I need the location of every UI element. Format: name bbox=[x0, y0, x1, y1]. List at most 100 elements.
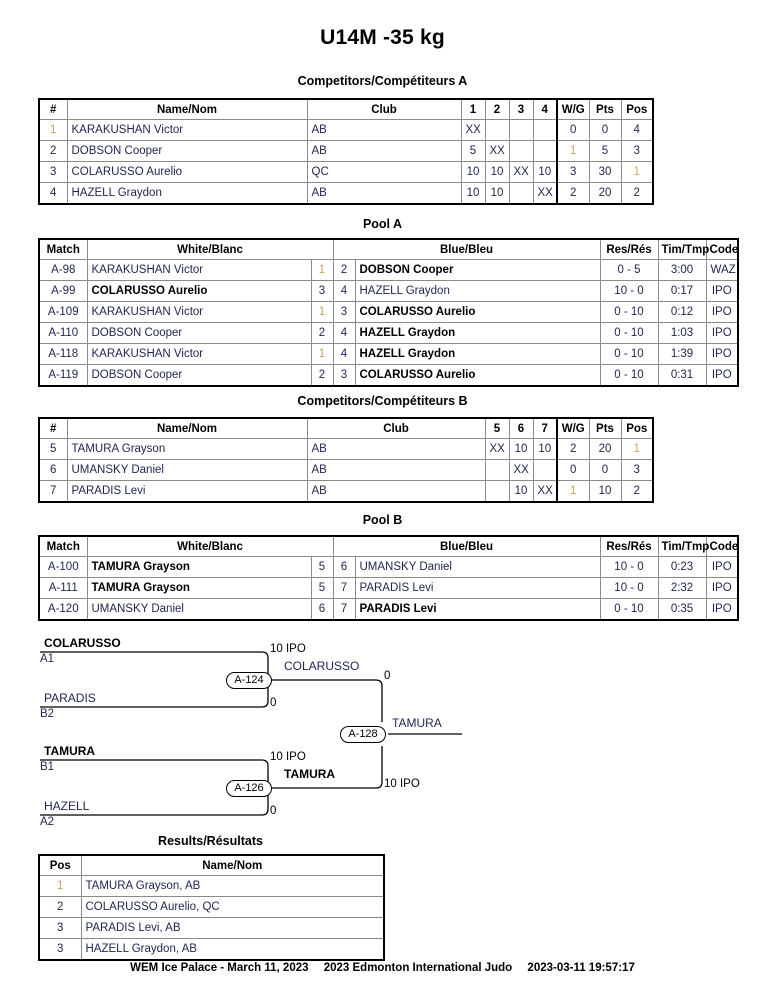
competitor-club: QC bbox=[306, 161, 462, 183]
competitor-name: UMANSKY Daniel bbox=[66, 459, 308, 481]
match-number: A-100 bbox=[38, 556, 88, 578]
score-cell-1 bbox=[484, 459, 510, 481]
score-cell-2: XX bbox=[484, 140, 510, 162]
wins-cell: 3 bbox=[556, 161, 590, 183]
position-cell: 2 bbox=[620, 182, 654, 205]
col-score-6: 6 bbox=[508, 417, 534, 439]
result-position: 3 bbox=[38, 938, 82, 961]
competitor-number: 1 bbox=[38, 119, 68, 141]
competitor-name: HAZELL Graydon bbox=[66, 182, 308, 205]
match-code: IPO bbox=[705, 280, 739, 302]
col-score-2: 2 bbox=[484, 98, 510, 120]
score-cell-2: 10 bbox=[508, 480, 534, 503]
col-white: White/Blanc bbox=[86, 535, 334, 557]
match-number: A-98 bbox=[38, 259, 88, 281]
col-score-3: 3 bbox=[508, 98, 534, 120]
match-result: 10 - 0 bbox=[599, 556, 659, 578]
white-seed: 1 bbox=[310, 301, 334, 323]
table-header-row: Match White/Blanc Blue/Bleu Res/Rés Tim/… bbox=[38, 238, 739, 260]
white-competitor: TAMURA Grayson bbox=[86, 577, 312, 599]
white-competitor: KARAKUSHAN Victor bbox=[86, 343, 312, 365]
points-cell: 0 bbox=[588, 119, 622, 141]
white-seed: 2 bbox=[310, 322, 334, 344]
table-header-row: # Name/Nom Club 1 2 3 4 W/G Pts Pos bbox=[38, 98, 654, 120]
blue-seed: 4 bbox=[332, 280, 356, 302]
score-cell-2: XX bbox=[508, 459, 534, 481]
bracket-semi2-bottom-name: HAZELL bbox=[44, 799, 90, 813]
blue-competitor: COLARUSSO Aurelio bbox=[354, 364, 601, 387]
match-number: A-119 bbox=[38, 364, 88, 387]
col-blue: Blue/Bleu bbox=[332, 535, 601, 557]
score-cell-1: 10 bbox=[460, 161, 486, 183]
results-caption: Results/Résultats bbox=[158, 834, 263, 848]
score-cell-1: XX bbox=[460, 119, 486, 141]
wins-cell: 0 bbox=[556, 459, 590, 481]
blue-competitor: DOBSON Cooper bbox=[354, 259, 601, 281]
bracket-final-top-score: 0 bbox=[384, 670, 391, 682]
bracket-semi2-top-name: TAMURA bbox=[44, 744, 96, 758]
blue-competitor: UMANSKY Daniel bbox=[354, 556, 601, 578]
points-cell: 30 bbox=[588, 161, 622, 183]
bracket-match-node-a126[interactable]: A-126 bbox=[226, 780, 272, 797]
competitor-number: 4 bbox=[38, 182, 68, 205]
result-position: 2 bbox=[38, 896, 82, 918]
blue-seed: 2 bbox=[332, 259, 356, 281]
competitor-number: 5 bbox=[38, 438, 68, 460]
blue-seed: 6 bbox=[332, 556, 356, 578]
bracket-semi2-top-score: 10 IPO bbox=[270, 751, 306, 763]
match-number: A-109 bbox=[38, 301, 88, 323]
white-competitor: KARAKUSHAN Victor bbox=[86, 301, 312, 323]
score-cell-3: XX bbox=[532, 480, 558, 503]
col-pos: Pos bbox=[620, 417, 654, 439]
footer: WEM Ice Palace - March 11, 2023 2023 Edm… bbox=[0, 962, 765, 974]
blue-competitor: HAZELL Graydon bbox=[354, 280, 601, 302]
competitor-name: PARADIS Levi bbox=[66, 480, 308, 503]
col-result: Res/Rés bbox=[599, 238, 659, 260]
bracket-final-winner: TAMURA bbox=[392, 716, 442, 730]
col-score-5: 5 bbox=[484, 417, 510, 439]
score-cell-4 bbox=[532, 140, 558, 162]
pool-b-caption: Pool B bbox=[362, 513, 403, 527]
col-code: Code bbox=[705, 238, 739, 260]
match-result: 0 - 5 bbox=[599, 259, 659, 281]
match-result: 10 - 0 bbox=[599, 280, 659, 302]
result-name: COLARUSSO Aurelio, QC bbox=[80, 896, 385, 918]
col-match: Match bbox=[38, 535, 88, 557]
match-result: 0 - 10 bbox=[599, 598, 659, 621]
table-header-row: # Name/Nom Club 5 6 7 W/G Pts Pos bbox=[38, 417, 654, 439]
blue-seed: 3 bbox=[332, 301, 356, 323]
white-seed: 6 bbox=[310, 598, 334, 621]
match-time: 0:35 bbox=[657, 598, 707, 621]
competitor-club: AB bbox=[306, 140, 462, 162]
col-time: Tim/Tmp bbox=[657, 535, 709, 557]
bracket-semi1-top-score: 10 IPO bbox=[270, 643, 306, 655]
position-cell: 1 bbox=[620, 161, 654, 183]
wins-cell: 2 bbox=[556, 438, 590, 460]
col-num: # bbox=[38, 98, 68, 120]
score-cell-3 bbox=[532, 459, 558, 481]
result-position: 1 bbox=[38, 875, 82, 897]
score-cell-3 bbox=[508, 140, 534, 162]
match-time: 3:00 bbox=[657, 259, 707, 281]
col-blue: Blue/Bleu bbox=[332, 238, 601, 260]
blue-seed: 4 bbox=[332, 343, 356, 365]
white-seed: 5 bbox=[310, 577, 334, 599]
col-match: Match bbox=[38, 238, 88, 260]
bracket-match-node-a128[interactable]: A-128 bbox=[340, 726, 386, 743]
bracket-match-node-a124[interactable]: A-124 bbox=[226, 672, 272, 689]
match-number: A-110 bbox=[38, 322, 88, 344]
